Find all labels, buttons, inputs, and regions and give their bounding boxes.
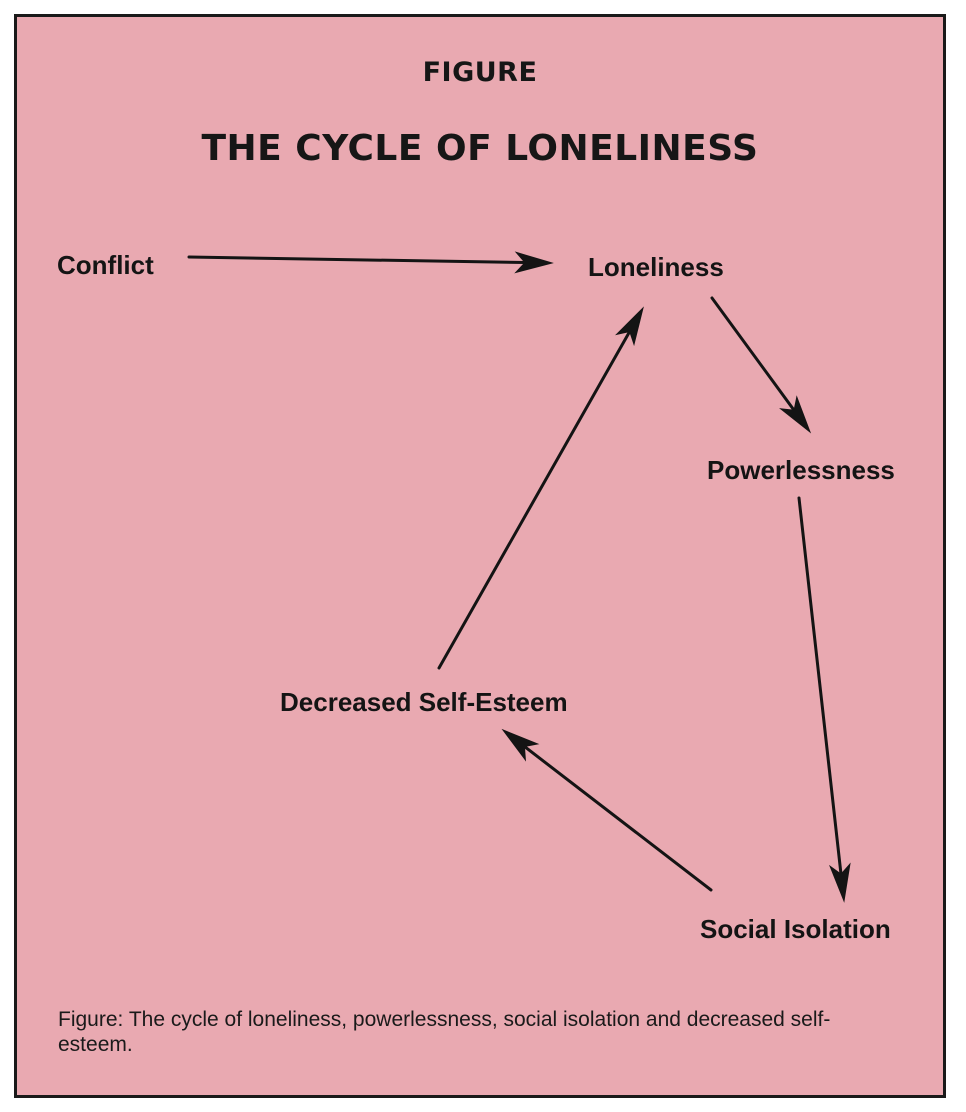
- arrow-shaft: [437, 329, 632, 670]
- arrow-conflict-to-loneliness: [187, 251, 554, 274]
- node-conflict: Conflict: [57, 250, 154, 280]
- figure-panel: FIGURE THE CYCLE OF LONELINESS Conflict …: [14, 14, 946, 1098]
- node-social-isolation: Social Isolation: [700, 914, 891, 944]
- arrowhead: [615, 306, 644, 347]
- arrow-powerlessness-to-social-isolation: [797, 496, 851, 903]
- arrow-shaft: [522, 744, 713, 892]
- node-decreased-self-esteem: Decreased Self-Esteem: [280, 687, 568, 717]
- arrowhead: [779, 395, 812, 434]
- arrow-shaft: [187, 255, 527, 265]
- arrow-shaft: [710, 296, 796, 412]
- arrowhead: [828, 862, 851, 903]
- node-loneliness: Loneliness: [588, 252, 724, 282]
- figure-caption: Figure: The cycle of loneliness, powerle…: [58, 1008, 831, 1056]
- arrow-decreased-self-esteem-to-loneliness: [437, 306, 644, 670]
- node-powerlessness: Powerlessness: [707, 455, 895, 485]
- figure-title: THE CYCLE OF LONELINESS: [201, 128, 759, 169]
- arrowhead: [514, 251, 554, 274]
- arrow-loneliness-to-powerlessness: [710, 296, 812, 434]
- arrowhead: [501, 728, 540, 762]
- figure-label: FIGURE: [422, 57, 538, 88]
- arrow-social-isolation-to-decreased-self-esteem: [501, 728, 713, 892]
- arrow-shaft: [797, 496, 843, 876]
